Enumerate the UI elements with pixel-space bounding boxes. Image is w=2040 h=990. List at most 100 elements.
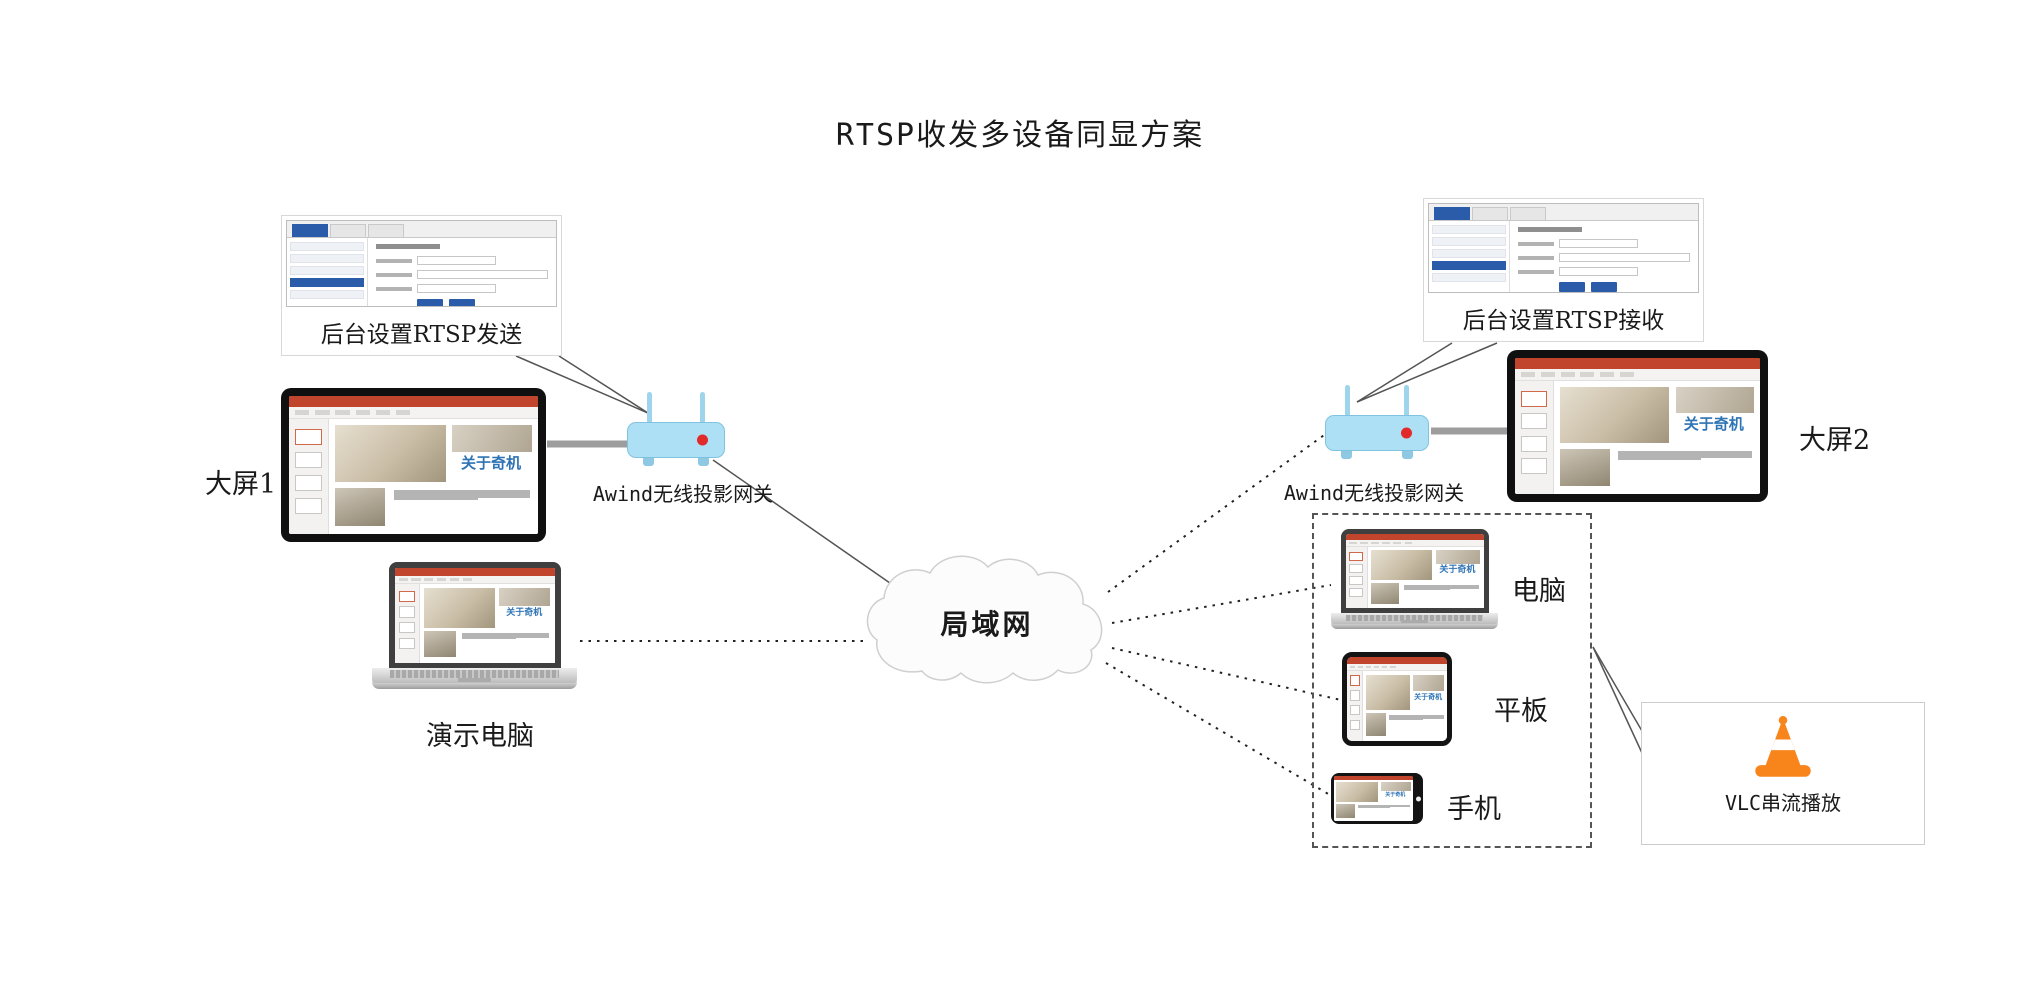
admin-ui-screenshot <box>286 220 557 307</box>
input-field <box>1558 253 1690 262</box>
vlc-cone-icon <box>1755 716 1811 777</box>
slide-canvas: 关于奇机 <box>1334 779 1413 821</box>
slide-canvas: 关于奇机 <box>1363 671 1447 741</box>
slide-text-lines <box>1389 714 1444 737</box>
callout-vlc-devices <box>1592 646 1643 754</box>
ppt-titlebar <box>1334 776 1413 780</box>
slide-photo <box>1435 549 1481 564</box>
powerpoint-window: 关于奇机 <box>394 568 555 663</box>
wireless-gateway-2 <box>1325 385 1429 459</box>
slide-text-lines <box>461 633 550 658</box>
laptop-screen: 关于奇机 <box>1340 529 1489 613</box>
rtsp-receive-settings-panel: 后台设置RTSP接收 <box>1423 198 1704 342</box>
menu-item <box>1432 237 1506 246</box>
callout-vlc-devices <box>1592 646 1643 732</box>
laptop-keyboard <box>1331 613 1498 624</box>
tab <box>1510 207 1546 220</box>
slide-thumbnails <box>394 584 421 663</box>
ppt-ribbon <box>1515 368 1760 382</box>
antenna-icon <box>1345 385 1350 421</box>
slide-title: 关于奇机 <box>1385 791 1406 798</box>
link-cloud-gateway2 <box>1107 429 1332 593</box>
antenna-icon <box>1404 385 1409 421</box>
settings-tabs <box>1429 204 1698 221</box>
powerpoint-window: 关于奇机 <box>1515 358 1760 494</box>
field-label <box>1517 269 1554 274</box>
laptop-base <box>1331 623 1498 629</box>
router-body <box>627 422 725 458</box>
settings-form <box>1510 221 1698 292</box>
slide-photo <box>1365 713 1386 737</box>
slide-photo <box>1365 674 1411 710</box>
input-field <box>1558 239 1638 248</box>
panel-caption: 后台设置RTSP发送 <box>320 322 523 348</box>
slide-thumbnails <box>1515 381 1555 494</box>
laptop-base <box>372 682 577 689</box>
slide-photo <box>1371 583 1399 604</box>
input-field <box>416 270 548 279</box>
callout-panel2-gateway2 <box>1356 342 1498 403</box>
input-field <box>416 284 496 293</box>
slide-title: 关于奇机 <box>1414 692 1443 701</box>
admin-ui-screenshot <box>1428 203 1699 293</box>
big-screen-2: 关于奇机 <box>1507 350 1768 502</box>
field-label <box>375 272 412 277</box>
screen1-label: 大屏1 <box>205 469 277 500</box>
menu-item <box>290 266 364 275</box>
slide-text-lines <box>1617 451 1752 487</box>
screen2-label: 大屏2 <box>1799 425 1871 456</box>
slide-photo <box>1336 781 1379 803</box>
antenna-icon <box>647 392 652 428</box>
router-foot <box>1402 450 1413 459</box>
input-field <box>416 256 496 265</box>
slide-photo <box>1380 781 1411 792</box>
slide-title: 关于奇机 <box>1683 415 1744 434</box>
slide-photo <box>1336 804 1356 819</box>
menu-item-active <box>290 278 364 287</box>
link-cloud-phone <box>1105 662 1331 796</box>
router-foot <box>1341 450 1352 459</box>
menu-item-active <box>1432 261 1506 270</box>
tablet-label: 平板 <box>1494 696 1548 727</box>
slide-photo <box>424 631 457 658</box>
menu-item <box>290 254 364 263</box>
powerpoint-window: 关于奇机 <box>289 396 538 534</box>
ppt-titlebar <box>1515 358 1760 369</box>
slide-canvas: 关于奇机 <box>420 584 555 663</box>
pc-label: 电脑 <box>1512 576 1566 607</box>
form-heading <box>375 244 440 249</box>
link-cloud-pc <box>1111 584 1332 624</box>
tab <box>1472 207 1508 220</box>
vlc-caption: VLC串流播放 <box>1724 791 1842 815</box>
callout-panel2-gateway2 <box>1356 342 1453 403</box>
cloud-icon <box>866 555 1103 684</box>
slide-photo <box>1412 674 1445 691</box>
settings-tabs <box>287 221 556 238</box>
input-field <box>1558 267 1638 276</box>
slide-canvas: 关于奇机 <box>1554 381 1760 494</box>
slide-photo <box>1675 386 1754 413</box>
antenna-icon <box>700 392 705 428</box>
big-screen-1: 关于奇机 <box>281 388 546 542</box>
link-cloud-tablet <box>1111 647 1342 701</box>
settings-menu <box>287 238 368 306</box>
slide-text-lines <box>393 490 530 527</box>
panel-caption: 后台设置RTSP接收 <box>1462 308 1665 334</box>
slide-text-lines <box>1403 584 1479 605</box>
menu-item <box>290 290 364 299</box>
tab <box>292 224 328 237</box>
slide-photo <box>1560 448 1610 487</box>
receiver-tablet: 关于奇机 <box>1342 652 1452 746</box>
form-heading <box>1517 227 1582 232</box>
field-label <box>1517 255 1554 260</box>
ppt-titlebar <box>1345 534 1484 540</box>
slide-canvas: 关于奇机 <box>328 419 538 534</box>
slide-photo <box>335 488 386 526</box>
powerpoint-window: 关于奇机 <box>1334 776 1413 821</box>
rtsp-send-settings-panel: 后台设置RTSP发送 <box>281 215 562 356</box>
ppt-ribbon <box>1347 663 1447 672</box>
tab <box>1434 207 1470 220</box>
field-label <box>375 258 412 263</box>
